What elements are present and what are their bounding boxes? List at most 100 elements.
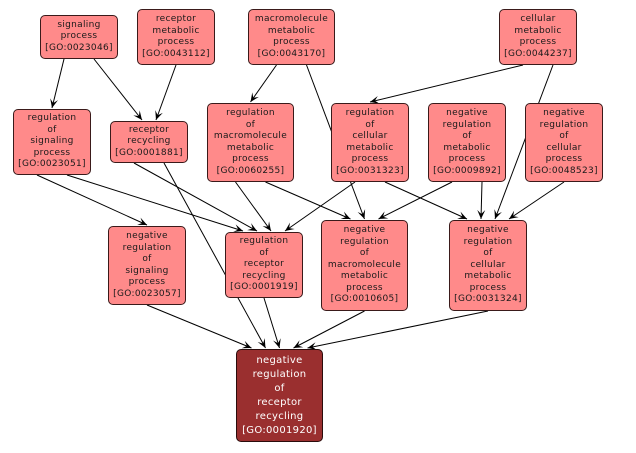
edge-line: [66, 174, 244, 232]
edge-arrowhead: [509, 210, 519, 219]
node-label-line: signaling: [30, 136, 74, 147]
node-label-line: receptor: [128, 124, 170, 135]
edge-arrowhead: [262, 221, 271, 231]
node-label-line: process: [519, 37, 557, 47]
node-label-line: process: [545, 154, 583, 164]
node-label-line: recycling: [242, 270, 286, 281]
node-label-line: regulation: [442, 119, 492, 130]
edge-line: [265, 181, 351, 220]
node-label-line: process: [346, 282, 383, 293]
node-label-line: process: [157, 37, 195, 47]
edge-arrowhead: [285, 222, 295, 231]
edge-line: [235, 181, 272, 232]
node-label-line: regulation: [239, 236, 289, 247]
node-label-line: regulation: [226, 108, 275, 118]
node-label-line: cellular: [546, 142, 582, 153]
edge-line: [508, 181, 565, 220]
edge-line: [369, 64, 524, 103]
node-label-line: of: [559, 131, 569, 141]
node-label-line: regulation: [252, 368, 307, 380]
edge-arrowhead: [273, 338, 281, 348]
edge-line: [250, 64, 277, 103]
go-id-label: [GO:0001919]: [230, 282, 298, 293]
edge-line: [155, 64, 177, 121]
node-label-line: receptor: [257, 396, 302, 408]
go-id-label: [GO:0043170]: [257, 48, 326, 59]
node-label-line: cellular: [470, 259, 506, 270]
edge-line: [293, 310, 365, 349]
node-label-line: metabolic: [464, 271, 512, 282]
go-id-label: [GO:0001881]: [115, 147, 183, 158]
node-label-line: regulation: [27, 113, 77, 124]
node-label-line: of: [245, 119, 256, 130]
go-id-label: [GO:0010605]: [330, 294, 399, 305]
edge-line: [36, 174, 148, 226]
node-label-line: metabolic: [346, 142, 394, 153]
node-label-line: metabolic: [267, 25, 316, 36]
edge-arrowhead: [370, 95, 380, 104]
edge-line: [133, 162, 258, 232]
node-label-line: of: [462, 131, 472, 141]
node-label-line: negative: [446, 108, 488, 118]
edge-arrowhead: [137, 217, 147, 225]
node-label-line: negative: [543, 108, 585, 118]
edge-arrowhead: [247, 223, 257, 231]
go-id-label: [GO:0023051]: [18, 159, 86, 170]
node-label-line: regulation: [340, 236, 389, 247]
node-label-line: process: [469, 282, 507, 293]
edge-arrowhead: [378, 211, 389, 219]
node-label-line: process: [351, 154, 389, 164]
edge-line: [378, 181, 453, 220]
node-label-line: metabolic: [443, 142, 491, 153]
node-label-line: regulation: [539, 119, 589, 130]
edge-arrowhead: [257, 338, 266, 348]
node-label-line: of: [142, 254, 152, 264]
node-label-line: macromolecule: [254, 14, 329, 24]
go-id-label: [GO:0023057]: [113, 288, 181, 299]
node-label-line: negative: [343, 225, 386, 236]
node-label-line: metabolic: [340, 271, 389, 282]
node-label-line: metabolic: [226, 142, 275, 153]
node-label-line: process: [448, 154, 486, 164]
edge-line: [51, 58, 65, 109]
edge-line: [263, 297, 280, 349]
node-label-line: regulation: [345, 108, 395, 118]
go-id-label: [GO:0009892]: [433, 165, 501, 176]
edge-line: [494, 64, 554, 220]
go-id-label: [GO:0023046]: [45, 42, 113, 53]
edge-arrowhead: [155, 110, 163, 120]
go-id-label: [GO:0060255]: [216, 165, 285, 176]
node-label-line: regulation: [122, 242, 172, 253]
node-label-line: of: [274, 382, 285, 394]
edge-line: [93, 58, 143, 121]
node-label-line: process: [232, 154, 269, 164]
node-label-line: process: [128, 277, 166, 287]
node-label-line: process: [33, 147, 71, 158]
node-label-line: recycling: [255, 410, 304, 422]
node-label-line: receptor: [243, 259, 285, 270]
go-id-label: [GO:0048523]: [530, 165, 598, 176]
node-label-line: regulation: [463, 236, 513, 247]
edge-arrowhead: [307, 342, 318, 351]
node-label-line: recycling: [127, 136, 171, 147]
edge-arrowhead: [477, 209, 486, 219]
node-label-line: of: [359, 248, 370, 259]
edge-arrowhead: [50, 98, 58, 108]
go-id-label: [GO:0044237]: [504, 48, 572, 59]
